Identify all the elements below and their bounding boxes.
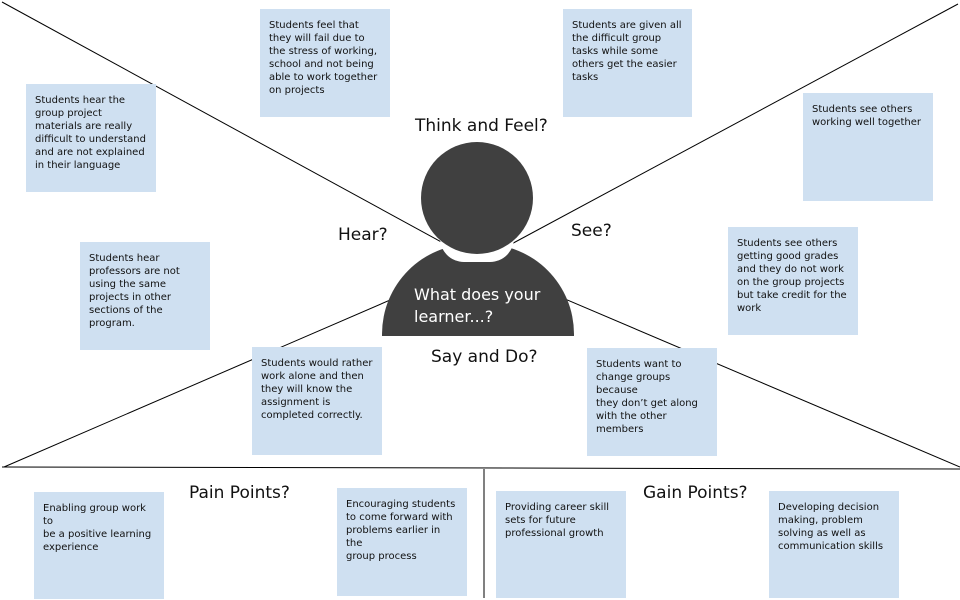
sticky-note-see-2: Students see others getting good grades … <box>728 227 858 335</box>
sticky-note-see-1: Students see others working well togethe… <box>803 93 933 201</box>
sticky-note-pain-2: Encouraging students to come forward wit… <box>337 488 467 596</box>
gain-points-title: Gain Points? <box>643 483 748 503</box>
hear-label: Hear? <box>338 225 388 245</box>
sticky-note-hear-2: Students hear professors are not using t… <box>80 242 210 350</box>
sticky-note-think-1: Students feel that they will fail due to… <box>260 9 390 117</box>
see-label: See? <box>571 221 612 241</box>
horizontal-divider <box>1 466 960 470</box>
sticky-note-hear-1: Students hear the group project material… <box>26 84 156 192</box>
pain-points-title: Pain Points? <box>189 483 290 503</box>
sticky-note-pain-1: Enabling group work to be a positive lea… <box>34 492 164 599</box>
diagonal-line-top-left <box>1 1 479 263</box>
diagonal-line-top-right <box>477 3 959 263</box>
say-and-do-label: Say and Do? <box>431 347 538 367</box>
sticky-note-think-2: Students are given all the difficult gro… <box>563 9 692 117</box>
sticky-note-say-1: Students would rather work alone and the… <box>252 347 382 455</box>
learner-head <box>421 142 533 254</box>
learner-question: What does your learner...? <box>414 285 541 326</box>
sticky-note-gain-1: Providing career skill sets for future p… <box>496 491 626 598</box>
sticky-note-say-2: Students want to change groups because t… <box>587 348 717 456</box>
sticky-note-gain-2: Developing decision making, problem solv… <box>769 491 899 598</box>
think-and-feel-label: Think and Feel? <box>415 116 548 136</box>
